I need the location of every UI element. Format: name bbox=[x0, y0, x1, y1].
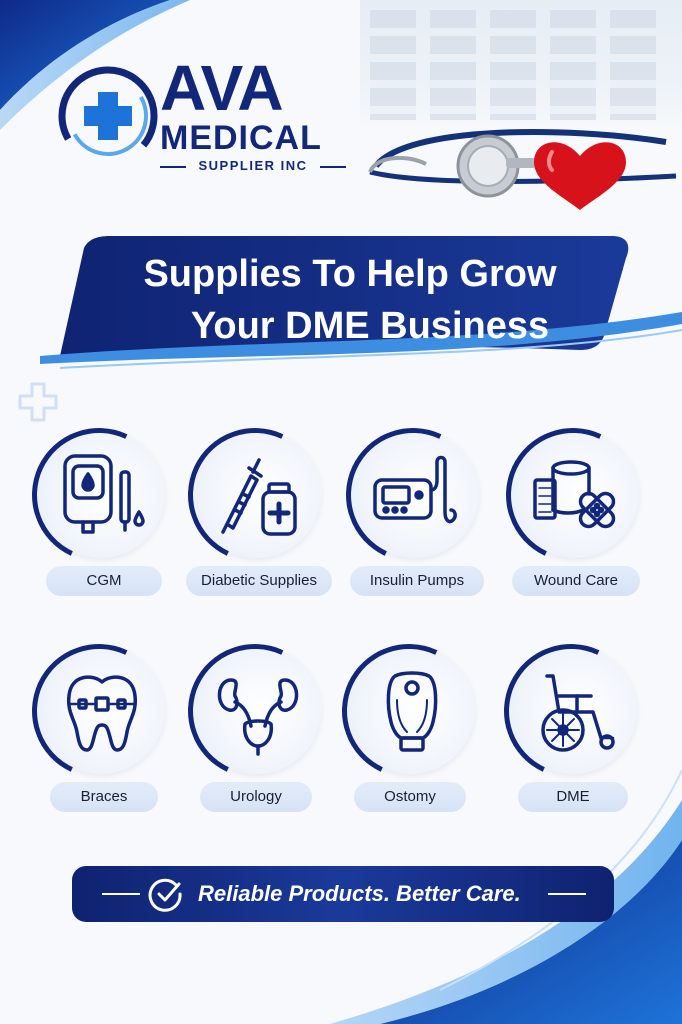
medical-cross-logo-icon bbox=[58, 66, 158, 166]
brand-name-ava: AVA bbox=[160, 52, 284, 124]
category-ring bbox=[511, 430, 639, 558]
category-label: Ostomy bbox=[354, 782, 466, 812]
syringe-vial-icon bbox=[221, 458, 297, 536]
category-label: Insulin Pumps bbox=[350, 566, 484, 596]
category-label: Urology bbox=[200, 782, 312, 812]
tagline-divider-right bbox=[548, 893, 586, 895]
category-ring bbox=[509, 646, 637, 774]
category-dme[interactable]: DME bbox=[502, 646, 652, 846]
glucose-meter-icon bbox=[63, 454, 145, 534]
category-ring bbox=[347, 646, 475, 774]
wheelchair-icon bbox=[541, 674, 615, 752]
category-insulin-pumps[interactable]: Insulin Pumps bbox=[344, 430, 494, 630]
category-ostomy[interactable]: Ostomy bbox=[340, 646, 490, 846]
urinary-system-icon bbox=[217, 678, 299, 756]
ostomy-bag-icon bbox=[386, 671, 438, 752]
pharmacy-shelves-backdrop bbox=[360, 0, 682, 130]
category-cgm[interactable]: CGM bbox=[30, 430, 180, 630]
headline-line-1: Supplies To Help Grow bbox=[143, 253, 557, 295]
category-label: CGM bbox=[46, 566, 162, 596]
brand-name-medical: MEDICAL bbox=[160, 119, 322, 157]
category-label: DME bbox=[518, 782, 628, 812]
check-circle-icon bbox=[148, 878, 182, 912]
tagline-divider-left bbox=[102, 893, 140, 895]
category-label: Wound Care bbox=[512, 566, 640, 596]
category-label: Diabetic Supplies bbox=[186, 566, 332, 596]
tagline-bar: Reliable Products. Better Care. bbox=[72, 866, 614, 922]
headline-line-2: Your DME Business bbox=[190, 305, 550, 347]
tooth-braces-icon bbox=[66, 675, 138, 752]
bandage-icon bbox=[533, 460, 616, 529]
category-label: Braces bbox=[50, 782, 158, 812]
category-ring bbox=[193, 430, 321, 558]
tagline-text: Reliable Products. Better Care. bbox=[198, 881, 521, 906]
category-urology[interactable]: Urology bbox=[186, 646, 336, 846]
category-wound-care[interactable]: Wound Care bbox=[504, 430, 654, 630]
headline: Supplies To Help Grow Your DME Business bbox=[90, 248, 610, 352]
category-braces[interactable]: Braces bbox=[30, 646, 180, 846]
faint-cross-icon bbox=[18, 382, 58, 422]
headline-banner bbox=[40, 236, 682, 369]
brand-name-supplier: SUPPLIER INC bbox=[160, 158, 346, 173]
stethoscope-heart-image bbox=[368, 129, 677, 210]
category-diabetic-supplies[interactable]: Diabetic Supplies bbox=[186, 430, 336, 630]
insulin-pump-icon bbox=[373, 455, 457, 524]
